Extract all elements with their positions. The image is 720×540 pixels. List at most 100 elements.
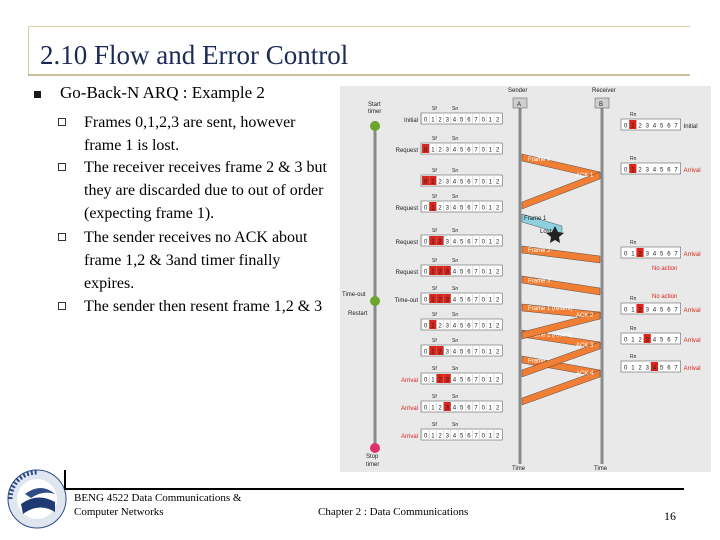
sub-bullet-text: The receiver receives frame 2 & 3 but th… — [84, 159, 327, 222]
sender-event-label: Arrival — [401, 378, 418, 384]
seq-number: 7 — [674, 124, 678, 130]
seq-number: 3 — [446, 298, 450, 304]
window-cell-red — [429, 236, 437, 245]
seq-number: 7 — [474, 406, 478, 412]
seq-number: 1 — [431, 298, 435, 304]
seq-number: 3 — [446, 118, 450, 124]
seq-number: 1 — [431, 350, 435, 356]
seq-number: 1 — [431, 378, 435, 384]
seq-number: 5 — [660, 168, 664, 174]
seq-number: 7 — [674, 366, 678, 372]
frame-label: Frame 1 (resent) — [528, 306, 573, 312]
seq-number: 7 — [474, 240, 478, 246]
seq-number: 2 — [638, 366, 642, 372]
page-number: 16 — [664, 509, 676, 523]
receiver-event-label: Initial — [684, 124, 698, 130]
seq-number: 2 — [438, 350, 442, 356]
time-label: Time — [594, 466, 608, 472]
window-cell-red — [436, 294, 444, 303]
sn-label: Sn — [452, 228, 458, 234]
seq-number: 3 — [646, 168, 650, 174]
seq-number: 4 — [653, 338, 657, 344]
frame-label: Frame 3 — [528, 278, 551, 284]
title-rule — [28, 74, 690, 76]
seq-number: 7 — [474, 378, 478, 384]
seq-number: 6 — [467, 378, 471, 384]
seq-number: 4 — [453, 350, 457, 356]
seq-number: 2 — [638, 124, 642, 130]
seq-number: 5 — [660, 366, 664, 372]
seq-number: 3 — [446, 180, 450, 186]
seq-number: 1 — [631, 168, 635, 174]
seq-number: 3 — [446, 406, 450, 412]
seq-number: 3 — [446, 350, 450, 356]
seq-number: 3 — [446, 148, 450, 154]
window-cell-red — [636, 248, 644, 257]
seq-number: 4 — [653, 124, 657, 130]
seq-number: 2 — [496, 180, 500, 186]
slide-title: 2.10 Flow and Error Control — [40, 40, 349, 70]
receiver-event-label: No action — [652, 266, 677, 272]
seq-number: 1 — [489, 434, 493, 440]
seq-number: 4 — [453, 298, 457, 304]
footer-course: BENG 4522 Data Communications & Computer… — [74, 492, 242, 518]
seq-number: 2 — [438, 206, 442, 212]
seq-number: 7 — [674, 308, 678, 314]
seq-number: 2 — [438, 324, 442, 330]
seq-number: 5 — [660, 124, 664, 130]
seq-number: 0 — [624, 124, 628, 130]
sender-window — [420, 264, 503, 277]
seq-number: 2 — [496, 324, 500, 330]
seq-number: 2 — [496, 270, 500, 276]
footer-rule — [64, 488, 684, 490]
seq-number: 6 — [667, 168, 671, 174]
sender-box — [512, 97, 528, 109]
seq-number: 4 — [653, 168, 657, 174]
receiver-window — [620, 162, 681, 175]
sender-window — [420, 174, 503, 187]
seq-number: 6 — [467, 406, 471, 412]
seq-number: 0 — [624, 308, 628, 314]
seq-number: 0 — [424, 434, 428, 440]
sf-label: Sf — [432, 106, 437, 112]
seq-number: 1 — [431, 434, 435, 440]
seq-number: 7 — [674, 252, 678, 258]
receiver-window — [620, 246, 681, 259]
seq-number: 2 — [638, 308, 642, 314]
window-cell-red — [429, 346, 437, 355]
sn-label: Sn — [452, 338, 458, 344]
frame-3-band — [521, 275, 601, 296]
seq-number: 1 — [431, 118, 435, 124]
sender-window — [420, 234, 503, 247]
seq-number: 2 — [438, 406, 442, 412]
sn-label: Sn — [452, 136, 458, 142]
seq-number: 0 — [424, 118, 428, 124]
sf-label: Sf — [432, 168, 437, 174]
time-label: Time — [512, 466, 526, 472]
rn-label: Rn — [630, 156, 637, 162]
seq-number: 5 — [460, 434, 464, 440]
frame-label: Frame 1 — [524, 216, 547, 222]
seq-number: 3 — [446, 240, 450, 246]
seq-number: 5 — [460, 206, 464, 212]
sender-window — [420, 292, 503, 305]
slide-frame-top — [28, 26, 690, 27]
seq-number: 3 — [446, 324, 450, 330]
seq-number: 1 — [631, 366, 635, 372]
seq-number: 6 — [667, 366, 671, 372]
seq-number: 1 — [489, 270, 493, 276]
ack-label: ACK 2 — [576, 313, 594, 319]
sn-label: Sn — [452, 422, 458, 428]
seq-number: 2 — [438, 240, 442, 246]
seq-number: 2 — [638, 252, 642, 258]
window-cell-red — [436, 266, 444, 275]
frame-label: Frame 2 (resent) — [528, 332, 573, 338]
ack-band — [521, 171, 601, 210]
seq-number: 4 — [453, 270, 457, 276]
seq-number: 5 — [660, 308, 664, 314]
window-cell-red — [429, 294, 437, 303]
sn-label: Sn — [452, 366, 458, 372]
seq-number: 0 — [424, 350, 428, 356]
seq-number: 3 — [446, 434, 450, 440]
window-cell-red — [429, 266, 437, 275]
